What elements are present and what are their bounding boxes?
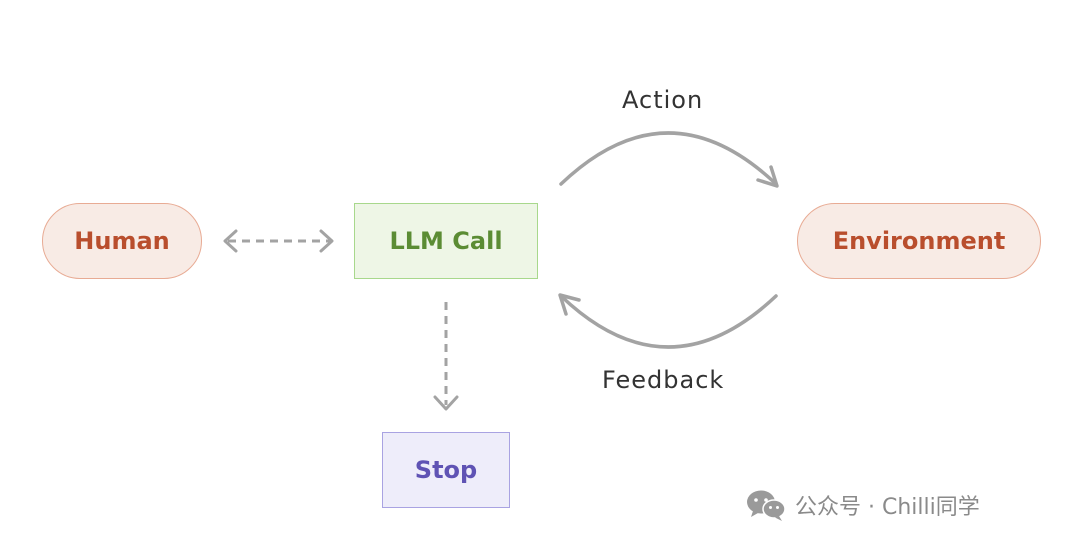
human-node-label: Human [74,227,170,255]
feedback-arc [558,293,778,349]
action-arc [559,131,779,188]
llm-call-node-label: LLM Call [389,227,503,255]
arrowhead-down-icon [433,395,459,411]
feedback-arrowhead-icon [558,293,581,316]
arrowhead-right-icon [319,229,334,253]
llm-call-node: LLM Call [354,203,538,279]
environment-node: Environment [797,203,1041,279]
human-node: Human [42,203,202,279]
action-arrowhead-icon [756,165,779,188]
environment-node-label: Environment [832,227,1006,255]
stop-node: Stop [382,432,510,508]
llm-stop-connector [433,302,459,411]
feedback-label: Feedback [602,366,725,394]
watermark-text: 公众号 · Chilli同学 [795,495,980,520]
human-llm-connector [223,229,334,253]
wechat-icon [747,490,786,521]
watermark: 公众号 · Chilli同学 [745,488,980,522]
arrowhead-left-icon [223,229,238,253]
stop-node-label: Stop [414,456,478,484]
action-label: Action [622,86,704,114]
